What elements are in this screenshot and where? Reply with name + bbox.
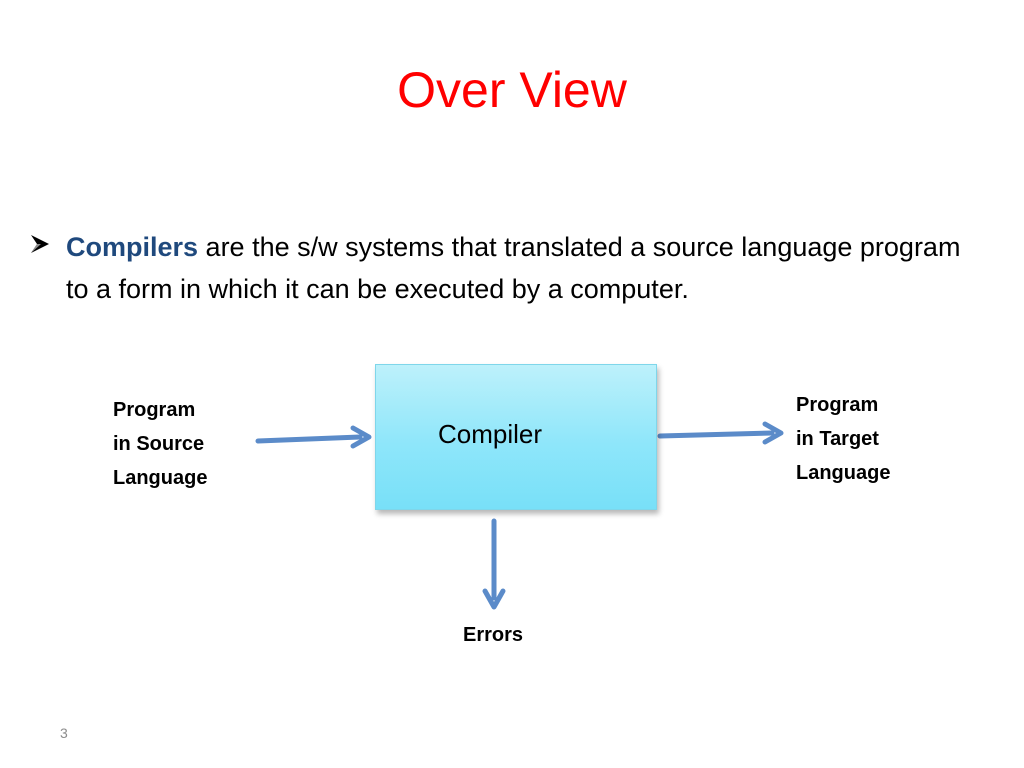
bullet-text: Compilers are the s/w systems that trans… [66,226,986,310]
target-label-line: Program [796,394,879,416]
slide-title: Over View [397,62,627,118]
compiler-box: Compiler [375,364,657,510]
target-program-label: Program in Target Language [796,388,890,490]
bullet-body: are the s/w systems that translated a so… [66,232,961,304]
errors-label: Errors [463,624,524,646]
source-program-label: Program in Source Language [113,393,207,495]
source-label-line: Language [113,467,208,489]
target-label-line: in Target [796,428,879,450]
bullet-term: Compilers [66,232,199,262]
arrow-bullet-icon [31,235,49,253]
source-label-line: in Source [113,433,205,455]
errors-arrow [482,518,506,610]
output-arrow [657,421,784,445]
page-number: 3 [60,725,68,741]
compiler-label: Compiler [438,419,543,449]
input-arrow [255,425,372,449]
source-label-line: Program [113,399,196,421]
target-label-line: Language [796,462,891,484]
